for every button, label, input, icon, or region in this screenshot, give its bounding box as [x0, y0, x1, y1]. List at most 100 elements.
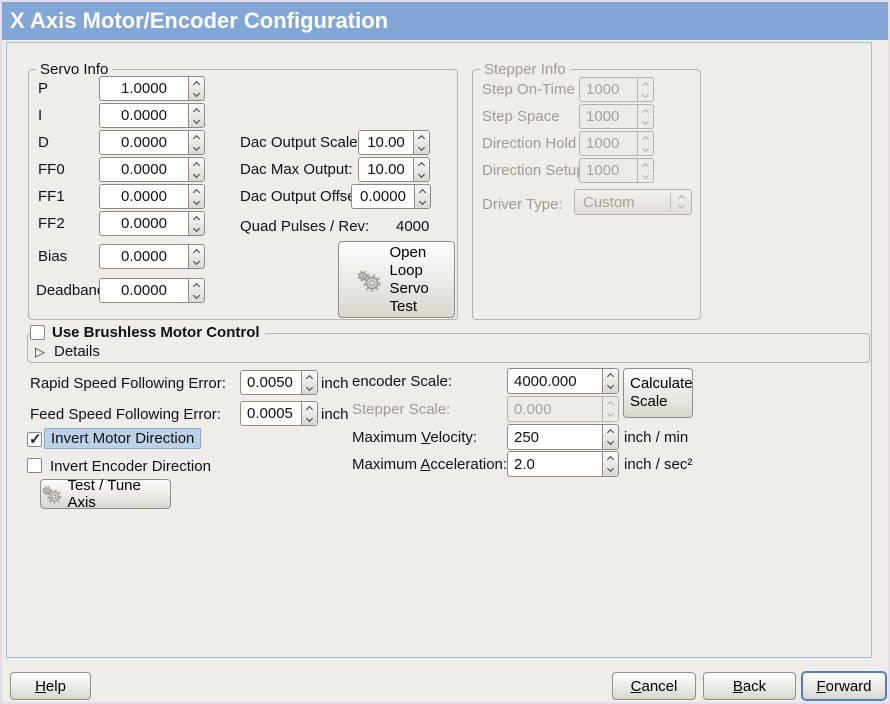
spin-down-icon[interactable] — [192, 224, 201, 232]
spin-up-icon[interactable] — [417, 161, 426, 169]
spinner[interactable] — [188, 212, 204, 235]
dac-output-offset-spinbox[interactable]: 0.0000 — [351, 184, 431, 209]
spin-up-icon[interactable] — [417, 134, 426, 142]
help-button[interactable]: Help — [10, 672, 91, 700]
spin-up-icon[interactable] — [192, 161, 201, 169]
spin-down-icon[interactable] — [192, 89, 201, 97]
spin-down-icon[interactable] — [305, 383, 314, 391]
spinner[interactable] — [188, 77, 204, 100]
encoder-scale-spinbox[interactable]: 4000.000 — [507, 368, 619, 394]
details-expander-label[interactable]: Details — [54, 343, 100, 360]
test-tune-axis-button[interactable]: Test / Tune Axis — [40, 477, 171, 511]
spinner[interactable] — [188, 158, 204, 181]
spinner[interactable] — [301, 402, 317, 425]
use-brushless-checkbox-row[interactable]: Use Brushless Motor Control — [30, 324, 265, 341]
spin-down-icon[interactable] — [606, 464, 615, 473]
spin-down-icon[interactable] — [192, 143, 201, 151]
spin-up-icon[interactable] — [192, 188, 201, 196]
spinner[interactable] — [188, 185, 204, 208]
invert-encoder-direction-checkbox[interactable] — [27, 458, 42, 473]
spin-up-icon — [606, 400, 615, 409]
spin-down-icon — [641, 117, 650, 125]
spinner — [602, 397, 618, 421]
spin-up-icon — [641, 108, 650, 116]
spin-up-icon[interactable] — [606, 428, 615, 437]
forward-button[interactable]: Forward — [802, 672, 886, 700]
ff1-spinbox[interactable]: 0.0000 — [99, 184, 205, 209]
test-tune-axis-button-label: Test / Tune Axis — [67, 477, 141, 511]
spin-down-icon[interactable] — [418, 197, 427, 205]
dac-max-output-spinbox[interactable]: 10.00 — [358, 157, 430, 182]
d-spinbox[interactable]: 0.0000 — [99, 130, 205, 155]
spin-down-icon[interactable] — [192, 257, 201, 265]
spinner[interactable] — [188, 245, 204, 268]
spin-up-icon[interactable] — [305, 405, 314, 413]
spin-up-icon[interactable] — [192, 215, 201, 223]
dac-output-scale-spinbox[interactable]: 10.00 — [358, 130, 430, 155]
feed-following-error-spinbox[interactable]: 0.0005 — [240, 401, 318, 426]
gears-icon — [41, 485, 62, 504]
invert-encoder-direction-label[interactable]: Invert Encoder Direction — [50, 458, 211, 475]
spin-down-icon — [606, 409, 615, 418]
deadband-spinbox[interactable]: 0.0000 — [99, 278, 205, 303]
step-space-label: Step Space — [482, 108, 560, 125]
driver-type-label: Driver Type: — [482, 196, 563, 213]
spin-down-icon[interactable] — [192, 170, 201, 178]
step-on-time-spinbox: 1000 — [579, 77, 654, 102]
ff2-spinbox[interactable]: 0.0000 — [99, 211, 205, 236]
spin-down-icon[interactable] — [417, 170, 426, 178]
spin-up-icon[interactable] — [192, 134, 201, 142]
rapid-following-error-label: Rapid Speed Following Error: — [30, 375, 226, 392]
open-loop-servo-test-button[interactable]: Open Loop Servo Test — [338, 241, 455, 318]
back-button-label: Back — [732, 677, 767, 695]
p-spinbox[interactable]: 1.0000 — [99, 76, 205, 101]
spin-up-icon[interactable] — [192, 107, 201, 115]
step-space-spinbox: 1000 — [579, 104, 654, 129]
calculate-scale-button[interactable]: Calculate Scale — [623, 368, 693, 418]
rapid-following-error-spinbox[interactable]: 0.0050 — [240, 370, 318, 395]
spin-up-icon[interactable] — [305, 374, 314, 382]
spin-down-icon[interactable] — [417, 143, 426, 151]
max-velocity-unit: inch / min — [624, 429, 689, 446]
spinner[interactable] — [602, 425, 618, 449]
spinner[interactable] — [602, 369, 618, 393]
invert-motor-direction-checkbox[interactable] — [27, 430, 42, 448]
back-button[interactable]: Back — [703, 672, 796, 700]
spinner[interactable] — [413, 158, 429, 181]
spinner[interactable] — [414, 185, 430, 208]
spin-up-icon[interactable] — [418, 188, 427, 196]
spin-up-icon[interactable] — [606, 372, 615, 381]
stepper-info-frame-label: Stepper Info — [480, 61, 570, 78]
spinner[interactable] — [301, 371, 317, 394]
spin-down-icon[interactable] — [606, 437, 615, 446]
max-acceleration-spinbox[interactable]: 2.0 — [507, 451, 619, 477]
i-spinbox[interactable]: 0.0000 — [99, 103, 205, 128]
spin-down-icon[interactable] — [192, 116, 201, 124]
invert-motor-direction-label[interactable]: Invert Motor Direction — [44, 428, 202, 449]
max-velocity-spinbox[interactable]: 250 — [507, 424, 619, 450]
spinner[interactable] — [602, 452, 618, 476]
spinner[interactable] — [188, 131, 204, 154]
spin-down-icon[interactable] — [192, 197, 201, 205]
expander-triangle-icon[interactable]: ▷ — [35, 344, 45, 359]
stepper-scale-spinbox: 0.000 — [507, 396, 619, 422]
stepper-info-frame — [472, 69, 701, 320]
spinner[interactable] — [188, 104, 204, 127]
spin-up-icon[interactable] — [192, 282, 201, 290]
use-brushless-checkbox[interactable] — [30, 325, 45, 340]
cancel-button[interactable]: Cancel — [612, 672, 696, 700]
spin-up-icon[interactable] — [192, 248, 201, 256]
ff0-spinbox[interactable]: 0.0000 — [99, 157, 205, 182]
spin-down-icon[interactable] — [305, 414, 314, 422]
spinner[interactable] — [413, 131, 429, 154]
bias-spinbox[interactable]: 0.0000 — [99, 244, 205, 269]
spinner — [637, 132, 653, 155]
spin-down-icon — [641, 90, 650, 98]
spin-down-icon[interactable] — [192, 291, 201, 299]
spinner[interactable] — [188, 279, 204, 302]
max-velocity-label: Maximum Velocity: — [352, 429, 478, 446]
ff0-label: FF0 — [38, 161, 65, 178]
spin-up-icon[interactable] — [606, 455, 615, 464]
spin-up-icon[interactable] — [192, 80, 201, 88]
spin-down-icon[interactable] — [606, 381, 615, 390]
